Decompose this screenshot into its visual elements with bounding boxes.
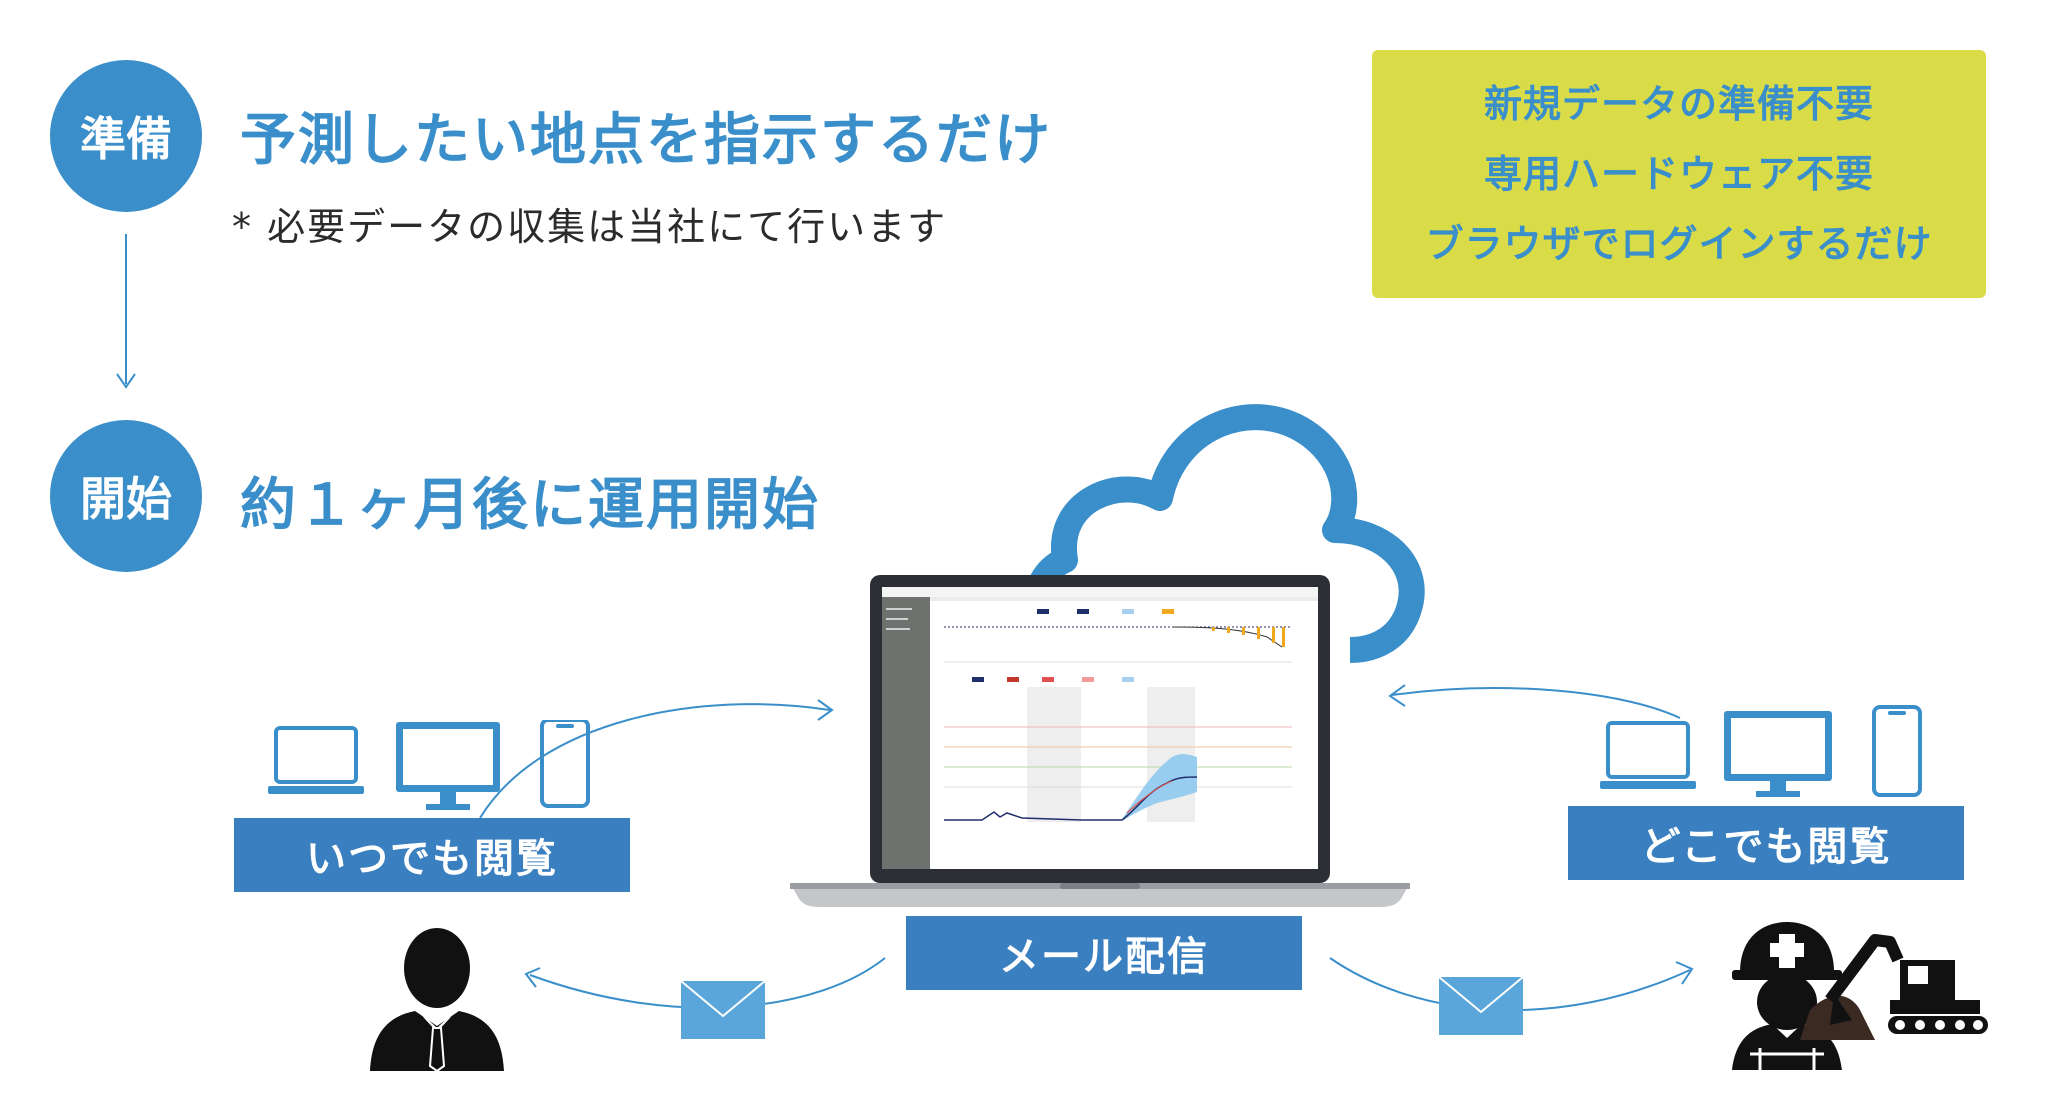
rain-chart — [944, 609, 1292, 663]
device-group-left — [268, 720, 590, 810]
device-group-right — [1600, 705, 1922, 797]
excavator-icon — [1800, 934, 1988, 1040]
step-title-prep: 予測したい地点を指示するだけ — [240, 108, 1052, 173]
laptop-icon — [790, 575, 1410, 907]
envelope-icon — [1438, 976, 1524, 1035]
feature-item: 新規データの準備不要 — [1483, 82, 1874, 126]
dashboard-screen — [882, 587, 1318, 869]
cloud-icon — [1023, 404, 1425, 663]
feature-item: 専用ハードウェア不要 — [1483, 152, 1874, 196]
smartphone-icon — [1872, 705, 1922, 797]
step-badge-prep: 準備 — [50, 60, 202, 212]
laptop-small-icon — [1600, 721, 1696, 789]
desktop-monitor-icon — [396, 722, 500, 810]
prep-note: * 必要データの収集は当社にて行います — [232, 205, 948, 249]
step-badge-prep-label: 準備 — [80, 112, 172, 166]
smartphone-icon — [540, 720, 590, 808]
businessman-icon — [370, 928, 504, 1071]
step-title-start: 約１ヶ月後に運用開始 — [240, 473, 820, 538]
laptop-small-icon — [268, 726, 364, 794]
banner-anywhere: どこでも閲覧 — [1568, 806, 1964, 880]
arrow-down-icon — [116, 234, 136, 389]
banner-mail: メール配信 — [906, 916, 1302, 990]
envelope-icon — [680, 980, 766, 1039]
desktop-monitor-icon — [1724, 711, 1832, 797]
step-badge-start: 開始 — [50, 420, 202, 572]
step-badge-start-label: 開始 — [80, 472, 172, 526]
feature-item: ブラウザでログインするだけ — [1425, 222, 1933, 266]
feature-box: 新規データの準備不要 専用ハードウェア不要 ブラウザでログインするだけ — [1372, 50, 1986, 298]
water-level-chart — [944, 677, 1292, 822]
banner-anytime: いつでも閲覧 — [234, 818, 630, 892]
